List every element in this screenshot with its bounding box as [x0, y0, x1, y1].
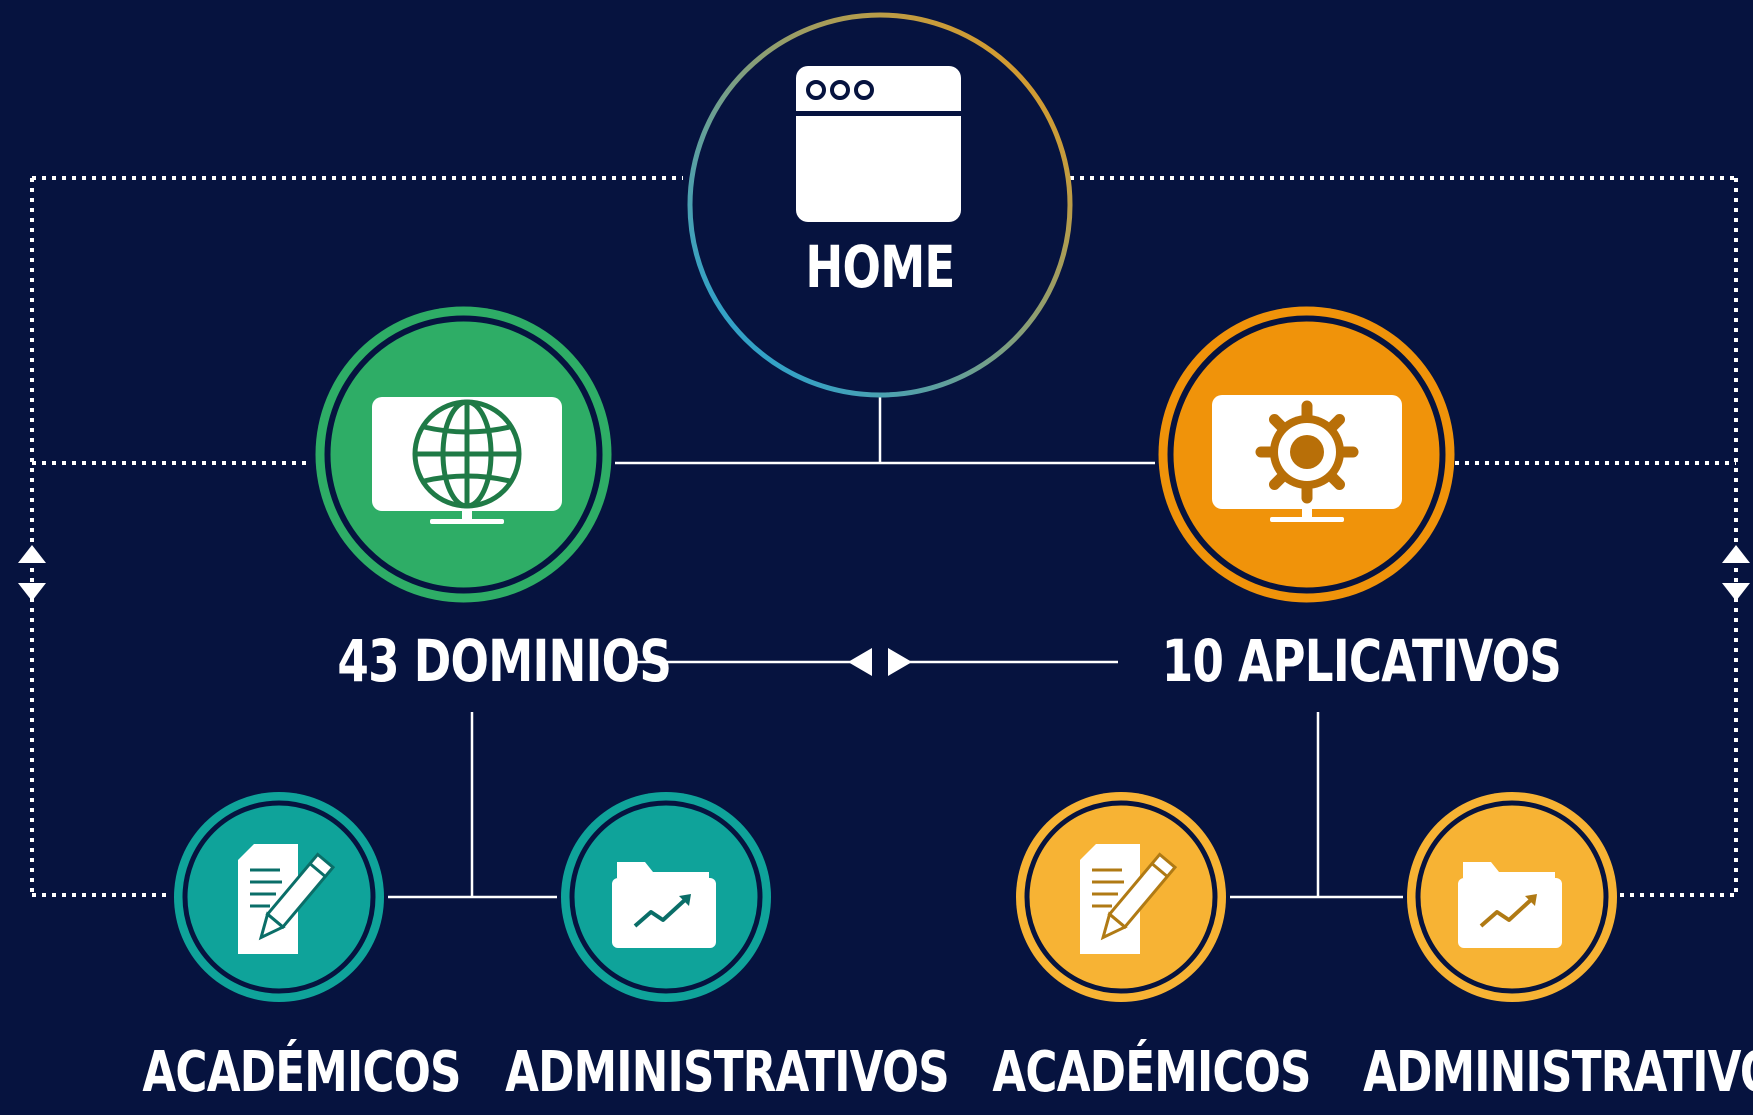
apps-admin-node[interactable]: [1403, 788, 1621, 1006]
dotted-frame: [30, 176, 1738, 897]
apps-admin-label: ADMINISTRATIVOS: [1363, 1040, 1753, 1105]
domains-academic-label: ACADÉMICOS: [142, 1040, 461, 1105]
domains-label: 43 DOMINIOS: [337, 627, 672, 695]
apps-node[interactable]: [1155, 303, 1458, 606]
apps-label: 10 APLICATIVOS: [1161, 627, 1562, 695]
folder-chart-icon: [1458, 862, 1562, 948]
center-double-arrow: [848, 648, 912, 676]
folder-chart-icon: [612, 862, 716, 948]
monitor-globe-icon: [372, 397, 562, 524]
domains-admin-label: ADMINISTRATIVOS: [505, 1040, 950, 1105]
tree-lines: [388, 395, 1403, 899]
document-pencil-icon: [238, 844, 336, 954]
apps-academic-label: ACADÉMICOS: [992, 1040, 1311, 1105]
apps-academic-node[interactable]: [1012, 788, 1230, 1006]
side-arrows: [18, 545, 1750, 601]
browser-window-icon: [796, 66, 961, 222]
home-label: HOME: [805, 233, 955, 301]
domains-academic-node[interactable]: [170, 788, 388, 1006]
home-node[interactable]: [683, 8, 1077, 402]
document-pencil-icon: [1080, 844, 1178, 954]
monitor-gear-icon: [1212, 395, 1402, 522]
domains-node[interactable]: [312, 303, 615, 606]
domains-admin-node[interactable]: [557, 788, 775, 1006]
